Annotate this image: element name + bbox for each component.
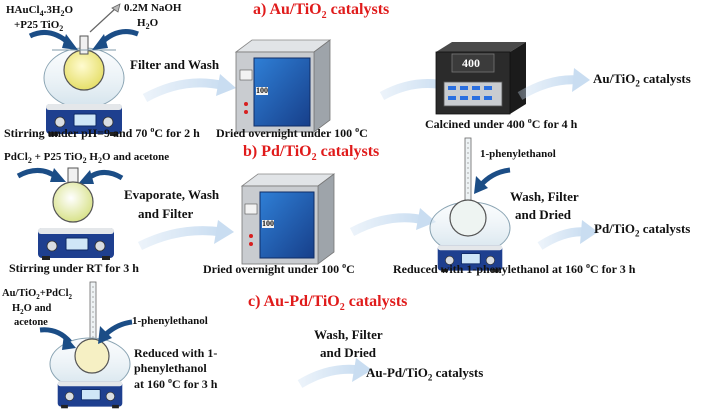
product-a: Au/TiO2 catalysts: [593, 71, 691, 89]
phenyl-label-b: 1-phenylethanol: [480, 148, 556, 160]
oven-icon: [234, 39, 332, 133]
reagent-c-line2: H2O and: [12, 303, 52, 317]
section-c-heading: c) Au-Pd/TiO2 catalysts: [248, 293, 408, 314]
wash-step-b-line1: Wash, Filter: [510, 189, 579, 204]
dry-label-a: Dried overnight under 100 oC: [216, 125, 368, 140]
furnace-icon: [435, 42, 526, 115]
product-b: Pd/TiO2 catalysts: [594, 221, 691, 239]
product-c: Au-Pd/TiO2 catalysts: [366, 365, 484, 383]
phenyl-label-c: 1-phenylethanol: [132, 315, 208, 327]
reduce-label-c-line1: Reduced with 1-: [134, 346, 218, 360]
flask-setup-b: [38, 167, 114, 260]
reduce-label-c-line2: phenylethanol: [134, 361, 207, 375]
reflux-setup-b: [429, 137, 511, 272]
dropper-icon: [89, 7, 117, 33]
stir-label-b: Stirring under RT for 3 h: [9, 261, 139, 275]
naoh-label: 0.2M NaOH: [124, 2, 182, 14]
section-a-heading: a) Au/TiO2 catalysts: [253, 1, 390, 22]
reduce-label-b: Reduced with 1-phenylethanol at 160 oC f…: [393, 261, 636, 276]
dry-label-b: Dried overnight under 100 oC: [203, 261, 355, 276]
stir-label-a: Stirring under pH=9 and 70 oC for 2 h: [4, 125, 200, 140]
wash-step-b-line2: and Dried: [515, 207, 571, 222]
stirrer-setup-a: [43, 35, 125, 136]
section-b-heading: b) Pd/TiO2 catalysts: [243, 143, 380, 164]
wash-step-c-line1: Wash, Filter: [314, 327, 383, 342]
wash-step-c-line2: and Dried: [320, 345, 376, 360]
reagent-b: PdCl2 + P25 TiO2 H2O and acetone: [4, 151, 170, 166]
water-label: H2O: [137, 17, 159, 32]
reagent-c-line3: acetone: [14, 317, 48, 328]
reagent-a-line1: HAuCl4.3H2O: [6, 4, 73, 19]
reagent-c-line1: Au/TiO2+PdCl2: [2, 288, 72, 302]
evaporate-step-line2: and Filter: [138, 206, 194, 221]
oven-icon: [240, 173, 336, 265]
stirrer-icon: [38, 228, 114, 260]
reagent-a-line2: +P25 TiO2: [14, 19, 64, 34]
stirrer-icon: [58, 381, 123, 408]
oven-display-b: 100: [262, 219, 274, 228]
flow-arrow-icon: [142, 78, 227, 102]
evaporate-step-line1: Evaporate, Wash: [124, 187, 220, 202]
filter-wash-step: Filter and Wash: [130, 57, 220, 72]
furnace-display: 400: [462, 56, 480, 70]
reduce-label-c-line3: at 160 oC for 3 h: [134, 376, 218, 391]
oven-display-a: 100: [256, 86, 268, 95]
calcine-label: Calcined under 400 oC for 4 h: [425, 116, 578, 131]
reflux-setup-c: [49, 281, 131, 408]
